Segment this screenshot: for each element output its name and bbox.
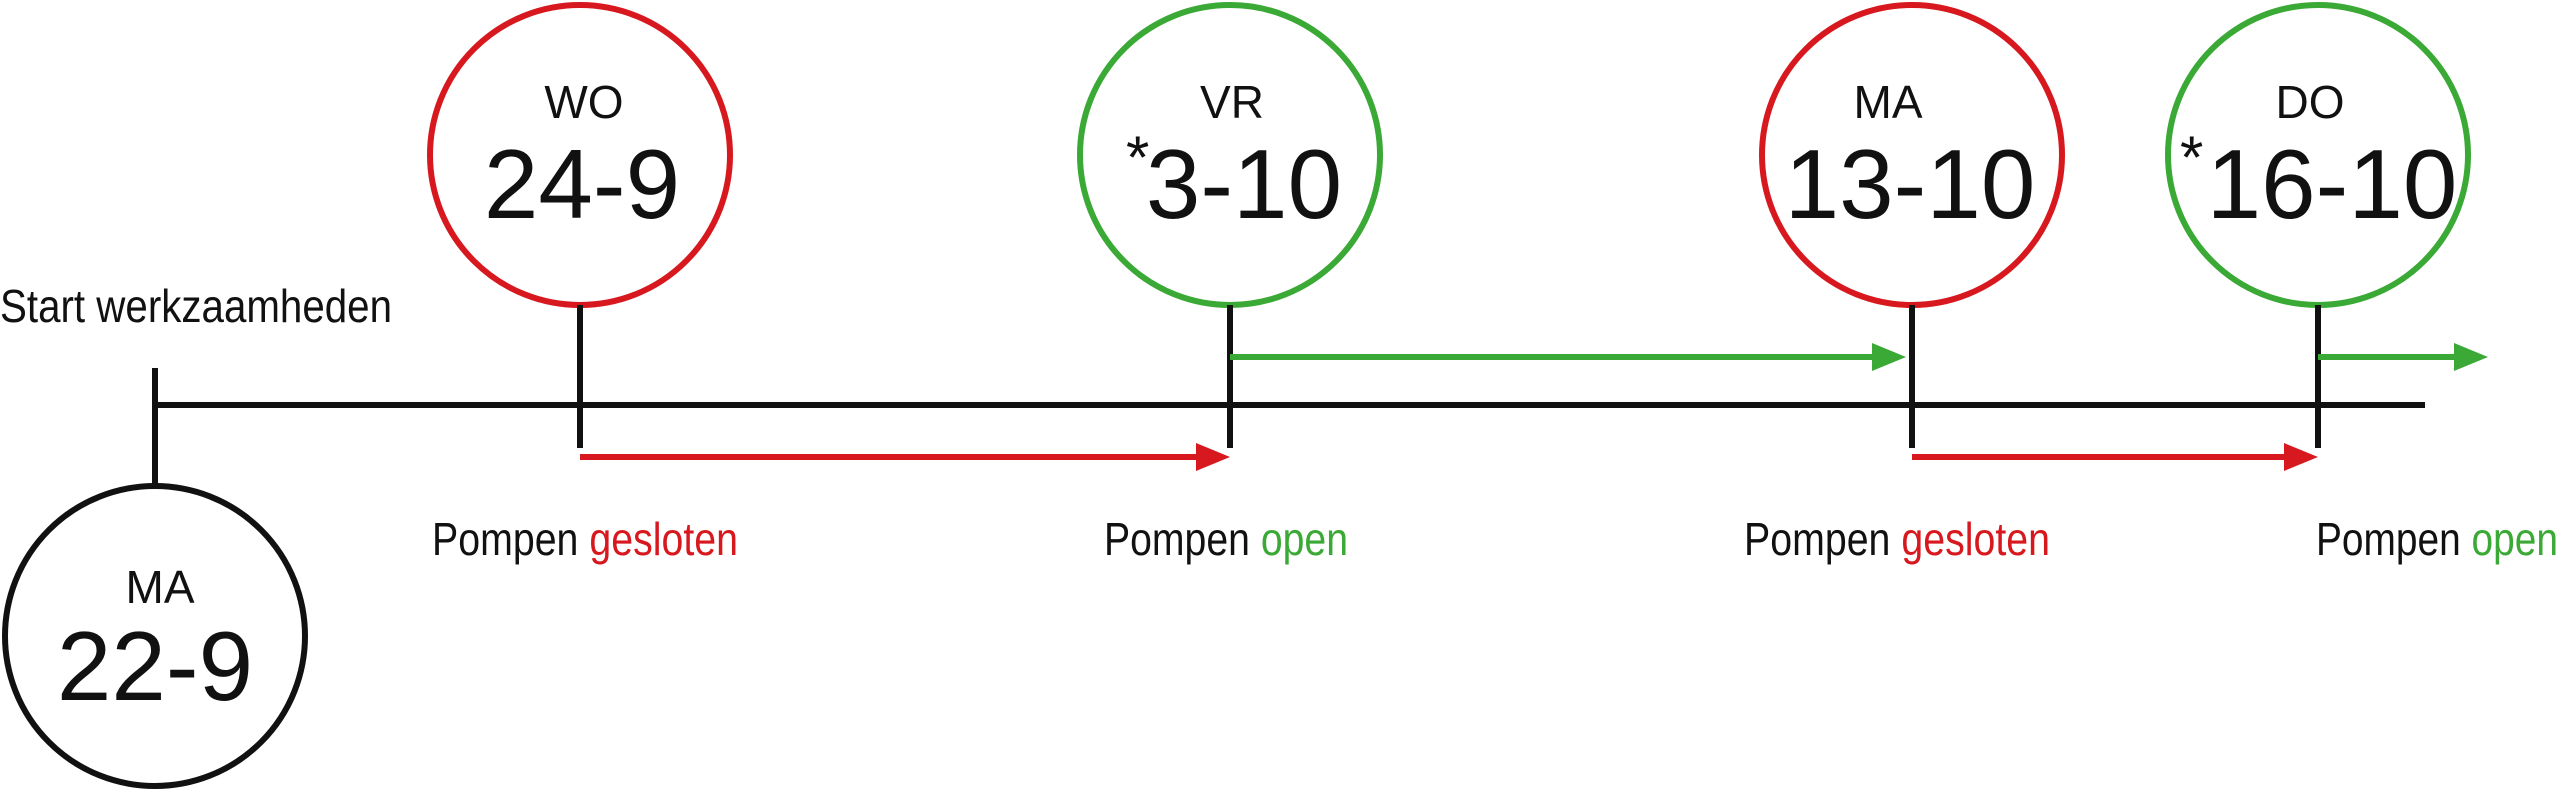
asterisk-16-10: * xyxy=(2180,124,2203,191)
arrow-open-1-head xyxy=(1872,343,1906,371)
status-label-16-10: Pompen open xyxy=(2316,513,2558,565)
date-label-16-10: 16-10 xyxy=(2207,129,2458,239)
status-state-closed: gesloten xyxy=(1901,513,2050,565)
status-label-24-9: Pompen gesloten xyxy=(432,513,738,565)
date-label-3-10: 3-10 xyxy=(1146,129,1342,239)
status-prefix: Pompen xyxy=(1104,513,1261,565)
date-circle-start xyxy=(2,483,308,789)
day-label-16-10: DO xyxy=(2276,76,2345,128)
status-state-closed: gesloten xyxy=(589,513,738,565)
arrow-open-2-head xyxy=(2454,343,2488,371)
day-label-24-9: WO xyxy=(544,76,623,128)
date-label-24-9: 24-9 xyxy=(484,129,680,239)
status-prefix: Pompen xyxy=(1744,513,1901,565)
status-state-open: open xyxy=(1261,513,1348,565)
date-label-13-10: 13-10 xyxy=(1785,129,2036,239)
day-label-start: MA xyxy=(126,561,195,613)
asterisk-3-10: * xyxy=(1126,124,1149,191)
day-label-3-10: VR xyxy=(1200,76,1264,128)
status-label-13-10: Pompen gesloten xyxy=(1744,513,2050,565)
arrow-closed-1-head xyxy=(1196,443,1230,471)
status-state-open: open xyxy=(2472,513,2558,565)
day-label-13-10: MA xyxy=(1854,76,1923,128)
arrow-closed-2-head xyxy=(2284,443,2318,471)
status-prefix: Pompen xyxy=(2316,513,2472,565)
status-prefix: Pompen xyxy=(432,513,589,565)
diagram-title: Start werkzaamheden xyxy=(0,280,392,332)
date-label-start: 22-9 xyxy=(57,611,253,721)
status-label-3-10: Pompen open xyxy=(1104,513,1348,565)
